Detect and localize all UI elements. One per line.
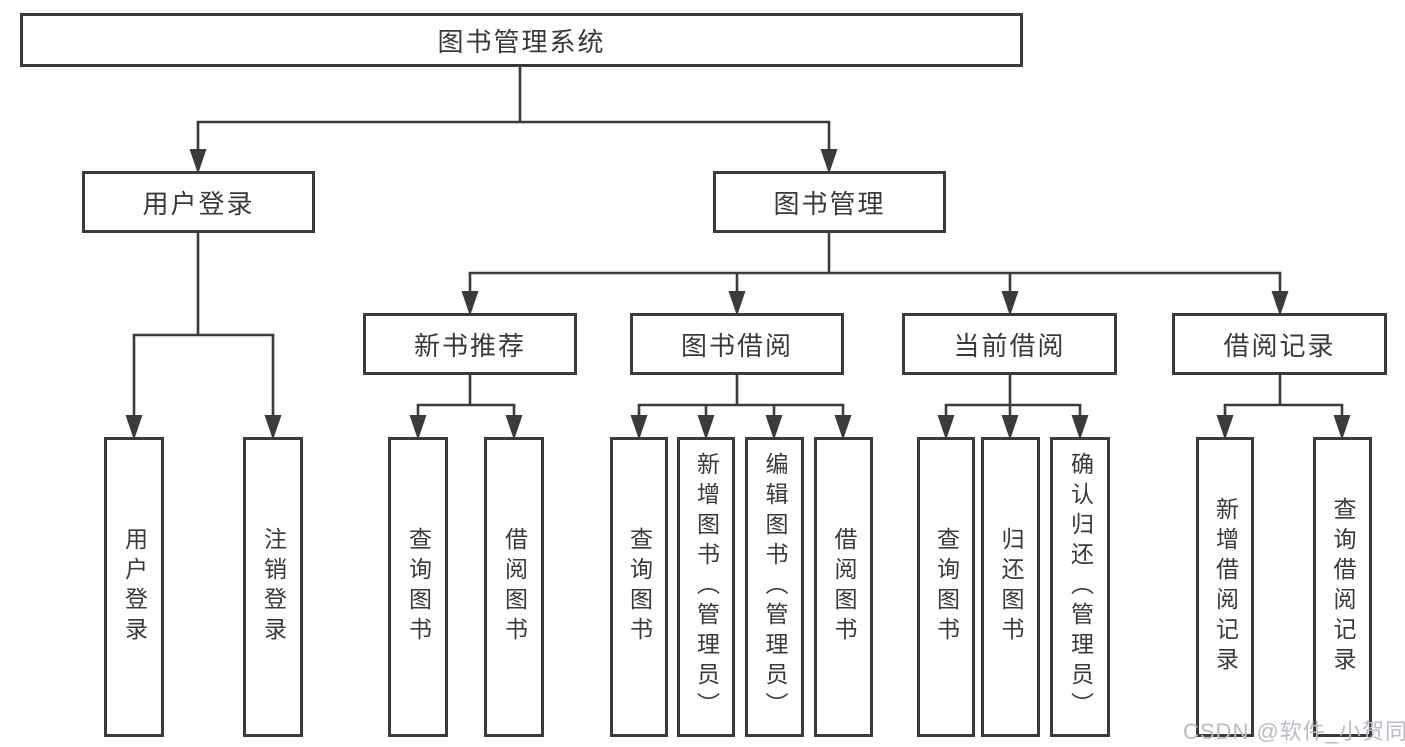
leaf-query-borrow-record: 查询借阅记录 bbox=[1313, 437, 1372, 737]
node-label: 用户登录 bbox=[142, 188, 255, 219]
leaf-label: 查询图书 bbox=[626, 527, 653, 647]
connector-records-to-leaves bbox=[1216, 374, 1351, 440]
node-label: 图书管理 bbox=[773, 188, 886, 219]
leaf-return-books: 归还图书 bbox=[981, 437, 1040, 737]
leaf-edit-books-admin: 编辑图书（管理员） bbox=[745, 437, 804, 737]
leaf-label: 查询图书 bbox=[933, 527, 960, 647]
node-label: 借阅记录 bbox=[1223, 330, 1336, 361]
leaf-add-borrow-record: 新增借阅记录 bbox=[1196, 437, 1254, 737]
leaf-add-books-admin: 新增图书（管理员） bbox=[677, 437, 735, 737]
leaf-confirm-return-admin: 确认归还（管理员） bbox=[1050, 437, 1110, 737]
leaf-label: 查询图书 bbox=[405, 527, 432, 647]
leaf-label: 查询借阅记录 bbox=[1330, 497, 1356, 677]
connector-root-to-level2 bbox=[189, 66, 838, 174]
leaf-label: 新增借阅记录 bbox=[1212, 497, 1239, 677]
node-book-borrow: 图书借阅 bbox=[630, 313, 844, 375]
node-label: 图书借阅 bbox=[680, 330, 793, 361]
connector-book-mgmt-to-level3 bbox=[461, 232, 1289, 316]
leaf-label: 新增图书（管理员） bbox=[693, 452, 720, 722]
leaf-query-books-1: 查询图书 bbox=[388, 437, 448, 737]
leaf-label: 借阅图书 bbox=[831, 527, 857, 647]
node-borrow-records: 借阅记录 bbox=[1172, 313, 1387, 375]
leaf-borrow-books-2: 借阅图书 bbox=[814, 437, 873, 737]
node-label: 新书推荐 bbox=[413, 330, 526, 361]
leaf-label: 注销登录 bbox=[260, 527, 287, 647]
leaf-label: 编辑图书（管理员） bbox=[762, 452, 788, 722]
node-new-book-recommend: 新书推荐 bbox=[363, 313, 577, 375]
connector-user-login-to-leaves bbox=[125, 232, 282, 440]
leaf-borrow-books-1: 借阅图书 bbox=[484, 437, 544, 737]
node-user-login: 用户登录 bbox=[82, 171, 315, 233]
node-label: 当前借阅 bbox=[953, 330, 1066, 361]
connector-current-to-leaves bbox=[937, 374, 1089, 440]
connector-borrow-to-leaves bbox=[630, 374, 852, 440]
leaf-logout: 注销登录 bbox=[243, 437, 303, 737]
leaf-user-login: 用户登录 bbox=[104, 437, 164, 737]
connector-new-book-to-leaves bbox=[409, 374, 523, 440]
leaf-query-books-2: 查询图书 bbox=[610, 437, 668, 737]
leaf-label: 借阅图书 bbox=[501, 527, 528, 647]
leaf-label: 归还图书 bbox=[998, 527, 1024, 647]
leaf-label: 确认归还（管理员） bbox=[1067, 452, 1094, 722]
node-book-management: 图书管理 bbox=[713, 171, 946, 233]
leaf-label: 用户登录 bbox=[121, 527, 148, 647]
watermark: CSDN @软件_小贺同学 bbox=[1183, 719, 1405, 744]
node-label: 图书管理系统 bbox=[437, 26, 606, 57]
node-current-borrow: 当前借阅 bbox=[902, 313, 1117, 375]
node-library-management-system: 图书管理系统 bbox=[20, 13, 1023, 67]
leaf-query-books-3: 查询图书 bbox=[917, 437, 975, 737]
